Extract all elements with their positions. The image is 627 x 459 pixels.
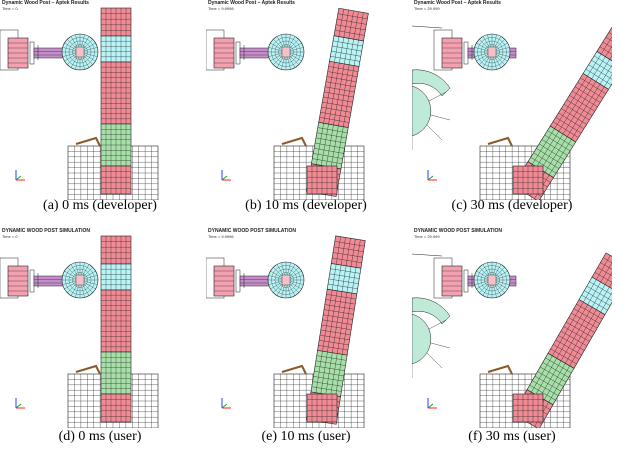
panel-a: Dynamic Wood Post – Aptek Results Time =… <box>0 0 200 200</box>
panel-time: Time = 9.9998 <box>208 6 234 11</box>
caption-f: (f) 30 ms (user) <box>468 429 556 444</box>
impactor-block <box>7 265 29 297</box>
impactor-plate <box>463 41 469 65</box>
impactor-plate <box>463 269 469 293</box>
caption-b: (b) 10 ms (developer) <box>245 198 367 213</box>
post-groundline <box>527 125 577 179</box>
impactor-head <box>61 261 99 299</box>
soil-strap <box>281 364 307 375</box>
fe-model-svg <box>206 7 369 200</box>
axis-triad <box>427 398 437 409</box>
impactor-head <box>267 33 305 71</box>
wood-post <box>306 7 369 197</box>
panel-b: Dynamic Wood Post – Aptek Results Time =… <box>206 0 406 200</box>
impactor-plate <box>235 41 241 65</box>
panel-f: DYNAMIC WOOD POST SIMULATION Time = 29.9… <box>412 228 612 428</box>
axis-triad <box>15 170 25 181</box>
impactor-block <box>441 37 463 69</box>
post-embedded <box>100 165 132 195</box>
wood-post <box>100 235 132 423</box>
post-middle <box>318 60 360 128</box>
panel-c: Dynamic Wood Post – Aptek Results Time =… <box>412 0 612 200</box>
impactor-block <box>441 265 463 297</box>
panel-title: Dynamic Wood Post – Aptek Results <box>414 0 501 6</box>
axis-triad <box>427 170 437 181</box>
post-upper <box>100 7 132 37</box>
impactor-block <box>7 37 29 69</box>
post-impact-zone <box>329 35 364 67</box>
panel-time: Time = 0 <box>2 234 18 239</box>
axis-triad <box>15 398 25 409</box>
post-middle <box>317 288 358 356</box>
panel-time: Time = 0 <box>2 6 18 11</box>
impactor-head <box>473 33 511 71</box>
wheel-assembly <box>412 253 451 378</box>
post-upper <box>100 235 132 265</box>
fe-model-svg <box>206 235 366 428</box>
soil-strap <box>487 136 513 147</box>
post-embedded <box>100 393 132 423</box>
panel-e: DYNAMIC WOOD POST SIMULATION Time = 9.99… <box>206 228 406 428</box>
impactor-plate <box>29 41 35 65</box>
fe-model-svg <box>0 7 159 200</box>
caption-d: (d) 0 ms (user) <box>58 429 142 444</box>
impactor-plate <box>29 269 35 293</box>
post-groundline <box>100 351 132 395</box>
impactor-block <box>213 37 235 69</box>
post-embedded-socket <box>306 393 338 423</box>
post-groundline <box>310 350 348 397</box>
fe-model-svg <box>412 252 612 428</box>
post-middle <box>100 289 132 353</box>
panel-time: Time = 29.999 <box>414 234 440 239</box>
impactor-block <box>213 265 235 297</box>
post-embedded-socket <box>512 393 544 423</box>
soil-strap <box>487 364 513 375</box>
post-impact-zone <box>100 35 132 63</box>
post-groundline <box>100 123 132 167</box>
impactor-head <box>267 261 305 299</box>
post-groundline <box>311 122 349 170</box>
post-impact-zone <box>100 263 132 291</box>
panel-title: Dynamic Wood Post – Aptek Results <box>208 0 295 6</box>
soil-strap <box>75 136 101 147</box>
wood-post <box>100 7 132 195</box>
post-upper <box>330 235 366 269</box>
post-embedded-socket <box>306 165 338 195</box>
fe-model-svg <box>0 235 159 428</box>
post-embedded-socket <box>512 165 544 195</box>
panel-title: DYNAMIC WOOD POST SIMULATION <box>208 228 296 234</box>
fe-model-svg <box>412 25 612 200</box>
panel-d: DYNAMIC WOOD POST SIMULATION Time = 0 <box>0 228 200 428</box>
caption-c: (c) 30 ms (developer) <box>451 198 573 213</box>
soil-strap <box>281 136 307 147</box>
panel-time: Time = 29.999 <box>414 6 440 11</box>
impactor-head <box>61 33 99 71</box>
impactor-head <box>473 261 511 299</box>
post-middle <box>100 61 132 125</box>
caption-e: (e) 10 ms (user) <box>261 429 351 444</box>
wheel-assembly <box>412 25 451 150</box>
post-impact-zone <box>326 263 362 295</box>
soil-strap <box>75 364 101 375</box>
impactor-plate <box>235 269 241 293</box>
panel-time: Time = 9.9996 <box>208 234 234 239</box>
post-upper <box>333 7 369 42</box>
caption-a: (a) 0 ms (developer) <box>43 198 157 213</box>
panel-title: DYNAMIC WOOD POST SIMULATION <box>414 228 502 234</box>
axis-triad <box>221 170 231 181</box>
axis-triad <box>221 398 231 409</box>
panel-title: DYNAMIC WOOD POST SIMULATION <box>2 228 90 234</box>
panel-title: Dynamic Wood Post – Aptek Results <box>2 0 89 6</box>
